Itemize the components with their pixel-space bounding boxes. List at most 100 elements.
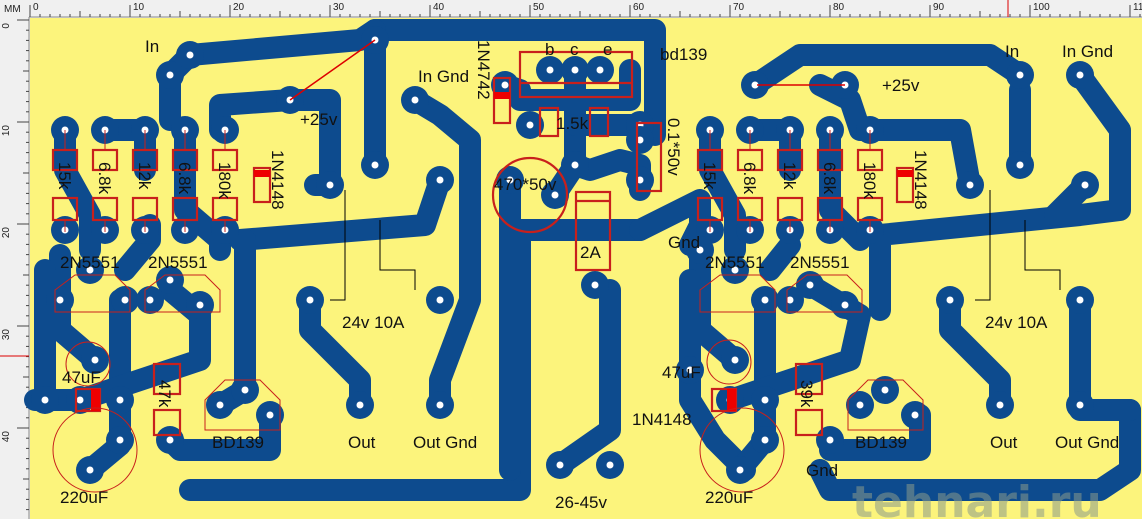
drill-hole — [526, 121, 534, 129]
label-plus25-left: +25v — [300, 110, 338, 129]
label-resistor: 15k — [700, 162, 719, 190]
label-q1-right: 2N5551 — [705, 253, 765, 272]
drill-hole — [436, 296, 444, 304]
drill-hole — [696, 246, 704, 254]
drill-hole — [551, 191, 559, 199]
drill-hole — [41, 396, 49, 404]
drill-hole — [996, 401, 1004, 409]
label-resistor: 15k — [55, 162, 74, 190]
ruler-top-label: 90 — [933, 2, 945, 13]
watermark: tehnari.ru — [852, 477, 1102, 519]
label-resistor: 6.8k — [740, 162, 759, 195]
label-resistor: 6.8k — [95, 162, 114, 195]
drill-hole — [841, 301, 849, 309]
label-q1-left: 2N5551 — [60, 253, 120, 272]
drill-hole — [966, 181, 974, 189]
label-resistor: 180k — [860, 162, 879, 199]
drill-hole — [166, 436, 174, 444]
label-pin-b: b — [545, 40, 554, 59]
ruler-left-label: 0 — [1, 23, 12, 29]
left-ruler — [0, 0, 29, 519]
drill-hole — [606, 461, 614, 469]
drill-hole — [761, 396, 769, 404]
drill-hole — [241, 386, 249, 394]
label-power-tr-right: BD139 — [855, 433, 907, 452]
labels: In In Gnd +25v 2N5551 2N5551 24v 10A 47u… — [60, 37, 1119, 512]
ruler-unit: MM — [4, 4, 21, 15]
label-supply: 26-45v — [555, 493, 607, 512]
label-power-tr-left: BD139 — [212, 433, 264, 452]
ruler-top-label: 40 — [433, 2, 445, 13]
label-resistor: 6.8k — [175, 162, 194, 195]
drill-hole — [686, 366, 694, 374]
label-rbias-right: 39k — [797, 380, 816, 408]
label-resistor: 12k — [780, 162, 799, 190]
label-out-gnd-left: Out Gnd — [413, 433, 477, 452]
drill-hole — [596, 66, 604, 74]
ruler-left-label: 30 — [1, 329, 12, 341]
drill-hole — [166, 276, 174, 284]
drill-hole — [411, 96, 419, 104]
drill-hole — [86, 466, 94, 474]
label-q2-right: 2N5551 — [790, 253, 850, 272]
drill-hole — [826, 436, 834, 444]
label-diode2-right: 1N4148 — [632, 410, 692, 429]
label-fuse: 2A — [580, 243, 601, 262]
drill-hole — [326, 181, 334, 189]
label-resistor: 6.8k — [820, 162, 839, 195]
ruler-top-label: 50 — [533, 2, 545, 13]
drill-hole — [186, 51, 194, 59]
label-transformer-right: 24v 10A — [985, 313, 1048, 332]
label-in-right: In — [1005, 42, 1019, 61]
label-diode-left: 1N4148 — [268, 150, 287, 210]
drill-hole — [91, 356, 99, 364]
drill-hole — [506, 176, 514, 184]
drill-hole — [146, 296, 154, 304]
label-cap-big-left: 220uF — [60, 488, 108, 507]
ruler-top-label: 30 — [333, 2, 345, 13]
label-plus25-right: +25v — [882, 76, 920, 95]
label-diode-right: 1N4148 — [911, 150, 930, 210]
label-q2-left: 2N5551 — [148, 253, 208, 272]
drill-hole — [306, 296, 314, 304]
label-zener: 1N4742 — [474, 40, 493, 100]
label-cap-big-right: 220uF — [705, 488, 753, 507]
label-resistor: 180k — [215, 162, 234, 199]
drill-hole — [856, 401, 864, 409]
drill-hole — [1076, 71, 1084, 79]
top-ruler — [0, 0, 1142, 18]
drill-hole — [86, 266, 94, 274]
drill-hole — [736, 466, 744, 474]
ruler-left-label: 20 — [1, 227, 12, 239]
drill-hole — [116, 396, 124, 404]
drill-hole — [546, 66, 554, 74]
drill-hole — [1081, 181, 1089, 189]
label-pin-c: c — [570, 40, 579, 59]
drill-hole — [761, 296, 769, 304]
label-transistor: bd139 — [660, 45, 707, 64]
ruler-top-label: 110 — [1133, 2, 1142, 13]
ruler-left-label: 40 — [1, 431, 12, 443]
drill-hole — [1076, 296, 1084, 304]
drill-hole — [806, 281, 814, 289]
ruler-top-label: 70 — [733, 2, 745, 13]
label-r-center: 1.5k — [556, 114, 589, 133]
ruler-top-label: 10 — [133, 2, 145, 13]
label-in-left: In — [145, 37, 159, 56]
drill-hole — [556, 461, 564, 469]
label-cap-small-left: 47uF — [62, 368, 101, 387]
drill-hole — [116, 436, 124, 444]
drill-hole — [356, 401, 364, 409]
drill-hole — [946, 296, 954, 304]
label-out-left: Out — [348, 433, 376, 452]
drill-hole — [266, 411, 274, 419]
label-out-right: Out — [990, 433, 1018, 452]
label-cap-film: 0.1*50v — [664, 118, 683, 176]
label-in-gnd-right: In Gnd — [1062, 42, 1113, 61]
drill-hole — [636, 176, 644, 184]
drill-hole — [436, 176, 444, 184]
label-cap-small-right: 47uF — [662, 363, 701, 382]
ruler-left-label: 10 — [1, 125, 12, 137]
